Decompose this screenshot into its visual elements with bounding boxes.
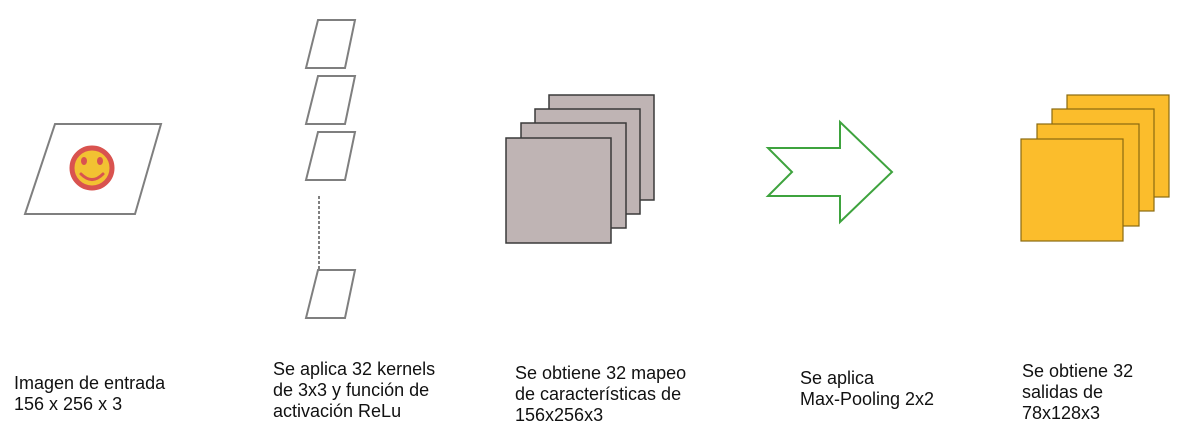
caption-kernels-line-1: Se aplica 32 kernels bbox=[273, 359, 436, 379]
output-map-1 bbox=[1020, 138, 1124, 242]
caption-outputs-line-1: Se obtiene 32 bbox=[1022, 361, 1134, 381]
smiley-face bbox=[69, 145, 115, 191]
caption-feature-maps-line-1: Se obtiene 32 mapeo bbox=[515, 363, 687, 383]
caption-feature-maps-line-3: 156x256x3 bbox=[515, 405, 604, 425]
smiley-icon bbox=[69, 145, 115, 191]
input-image bbox=[23, 123, 163, 215]
right-arrow-icon bbox=[765, 119, 894, 225]
max-pooling-arrow bbox=[765, 119, 894, 225]
caption-kernels-line-2: de 3x3 y función de bbox=[273, 380, 430, 400]
caption-max-pooling-line-1: Se aplica bbox=[800, 368, 875, 388]
smiley-right-eye bbox=[97, 157, 103, 165]
caption-kernels: Se aplica 32 kernels de 3x3 y función de… bbox=[273, 359, 435, 422]
smiley-mouth bbox=[79, 172, 105, 181]
caption-max-pooling-line-2: Max-Pooling 2x2 bbox=[800, 389, 935, 409]
caption-feature-maps: Se obtiene 32 mapeo de características d… bbox=[515, 363, 686, 426]
output-stack-icon bbox=[1020, 94, 1170, 242]
caption-input: Imagen de entrada 156 x 256 x 3 bbox=[14, 373, 165, 415]
caption-outputs: Se obtiene 32 salidas de 78x128x3 bbox=[1022, 361, 1133, 424]
caption-feature-maps-line-2: de características de bbox=[515, 384, 682, 404]
kernel-3 bbox=[304, 131, 357, 181]
kernel-last bbox=[304, 269, 357, 319]
smiley-left-eye bbox=[81, 157, 87, 165]
caption-max-pooling: Se aplica Max-Pooling 2x2 bbox=[800, 368, 934, 410]
caption-kernels-line-3: activación ReLu bbox=[273, 401, 402, 421]
kernel-1 bbox=[304, 19, 357, 69]
caption-input-line-1: Imagen de entrada bbox=[14, 373, 166, 393]
kernel-stack-icon bbox=[304, 19, 357, 319]
feature-map-stack-icon bbox=[505, 94, 655, 244]
kernel-2 bbox=[304, 75, 357, 125]
caption-outputs-line-3: 78x128x3 bbox=[1022, 403, 1101, 423]
caption-input-line-2: 156 x 256 x 3 bbox=[14, 394, 123, 414]
feature-map-1 bbox=[505, 137, 612, 244]
caption-outputs-line-2: salidas de bbox=[1022, 382, 1104, 402]
